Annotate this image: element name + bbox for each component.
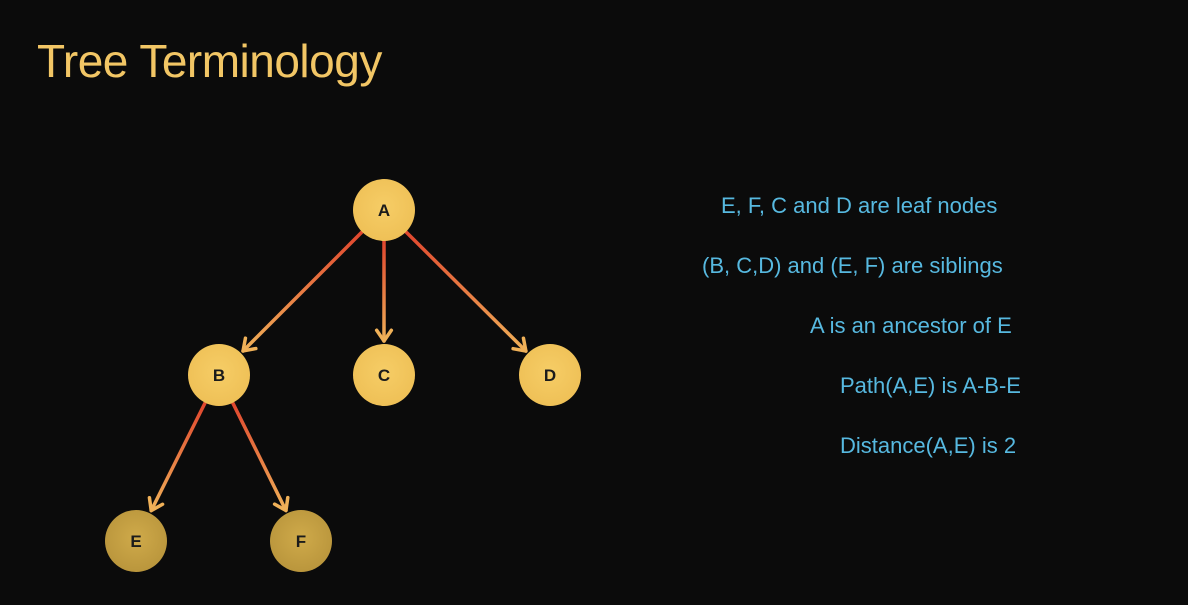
node-circle [188, 344, 250, 406]
arrowhead-icon [272, 495, 290, 513]
node-circle [519, 344, 581, 406]
tree-node-b: B [188, 344, 250, 406]
edge-b-f [230, 401, 290, 513]
node-label: F [296, 532, 306, 551]
slide-title: Tree Terminology [37, 35, 382, 87]
fact-siblings: (B, C,D) and (E, F) are siblings [702, 253, 1003, 278]
fact-distance: Distance(A,E) is 2 [840, 433, 1017, 458]
node-label: C [378, 366, 390, 385]
edge-line [230, 401, 288, 513]
arrowhead-icon [374, 328, 394, 343]
tree-node-e: E [105, 510, 167, 572]
fact-path: Path(A,E) is A-B-E [840, 373, 1021, 398]
node-label: D [544, 366, 556, 385]
node-label: B [213, 366, 225, 385]
tree-node-a: A [353, 179, 415, 241]
arrowhead-icon [511, 336, 528, 353]
fact-ancestor: A is an ancestor of E [810, 313, 1012, 338]
fact-leaf-nodes: E, F, C and D are leaf nodes [721, 193, 998, 218]
tree-node-d: D [519, 344, 581, 406]
nodes-layer: A B C D E F [105, 179, 581, 572]
edges-layer [147, 230, 528, 513]
edge-a-d [404, 230, 528, 353]
edge-a-b [241, 230, 364, 353]
edge-line [404, 230, 528, 353]
edge-line [149, 400, 207, 513]
tree-diagram: A B C D E F [105, 179, 581, 572]
node-circle [270, 510, 332, 572]
edge-b-e [147, 400, 207, 513]
edge-line [241, 230, 364, 353]
node-circle [353, 344, 415, 406]
node-label: E [130, 532, 141, 551]
node-circle [353, 179, 415, 241]
tree-node-c: C [353, 344, 415, 406]
arrowhead-icon [241, 336, 258, 353]
edge-a-c [374, 239, 394, 343]
tree-node-f: F [270, 510, 332, 572]
node-circle [105, 510, 167, 572]
arrowhead-icon [147, 495, 165, 513]
node-label: A [378, 201, 390, 220]
